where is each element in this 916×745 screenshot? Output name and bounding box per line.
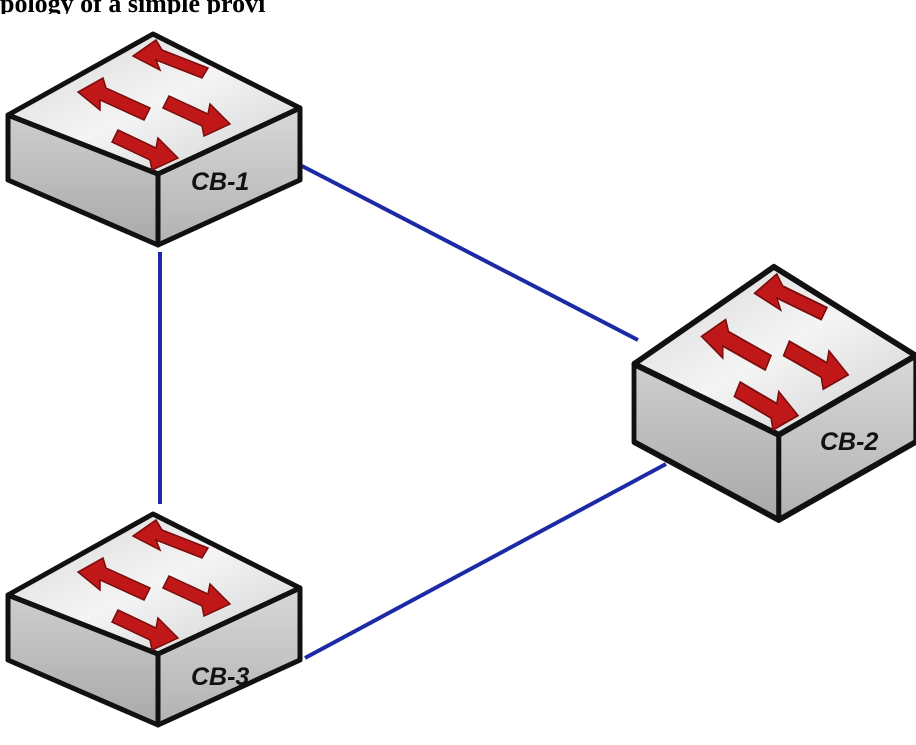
switch-icon — [8, 514, 300, 725]
link-cb1-cb2 — [301, 164, 639, 342]
switch-label: CB-3 — [191, 663, 249, 691]
switch-label: CB-2 — [820, 428, 878, 456]
switch-cb1[interactable]: CB-1 — [8, 34, 300, 245]
link-cb3-cb2 — [304, 462, 667, 660]
links — [158, 164, 667, 660]
diagram-heading: pology of a simple provi — [0, 0, 420, 14]
switch-label: CB-1 — [191, 168, 249, 196]
switch-icon — [8, 34, 300, 245]
switch-icon — [634, 267, 916, 520]
switch-cb3[interactable]: CB-3 — [8, 514, 300, 725]
switch-cb2[interactable] — [634, 267, 916, 520]
